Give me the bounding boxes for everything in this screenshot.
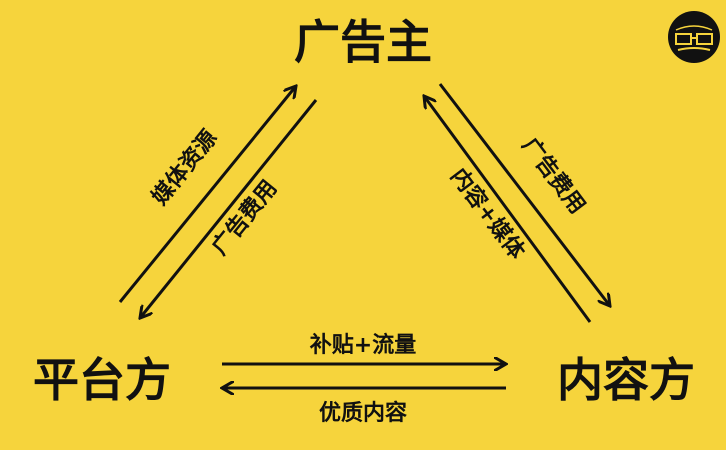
node-platform: 平台方	[33, 353, 171, 407]
label-ad-fee-right: 广告费用	[517, 133, 591, 219]
arrow-content-to-advertiser	[424, 96, 592, 323]
arrow-advertiser-to-platform	[140, 99, 318, 318]
label-media-resources: 媒体资源	[147, 125, 223, 210]
arrow-advertiser-to-content	[438, 83, 610, 306]
label-content-media: 内容+媒体	[445, 163, 530, 264]
label-quality-content: 优质内容	[319, 400, 407, 426]
face-with-glasses-logo	[668, 11, 720, 63]
arrow-platform-to-advertiser	[118, 86, 296, 303]
node-content: 内容方	[557, 353, 695, 407]
node-advertiser: 广告主	[294, 15, 432, 69]
label-subsidy-traffic: 补贴+流量	[309, 332, 416, 358]
